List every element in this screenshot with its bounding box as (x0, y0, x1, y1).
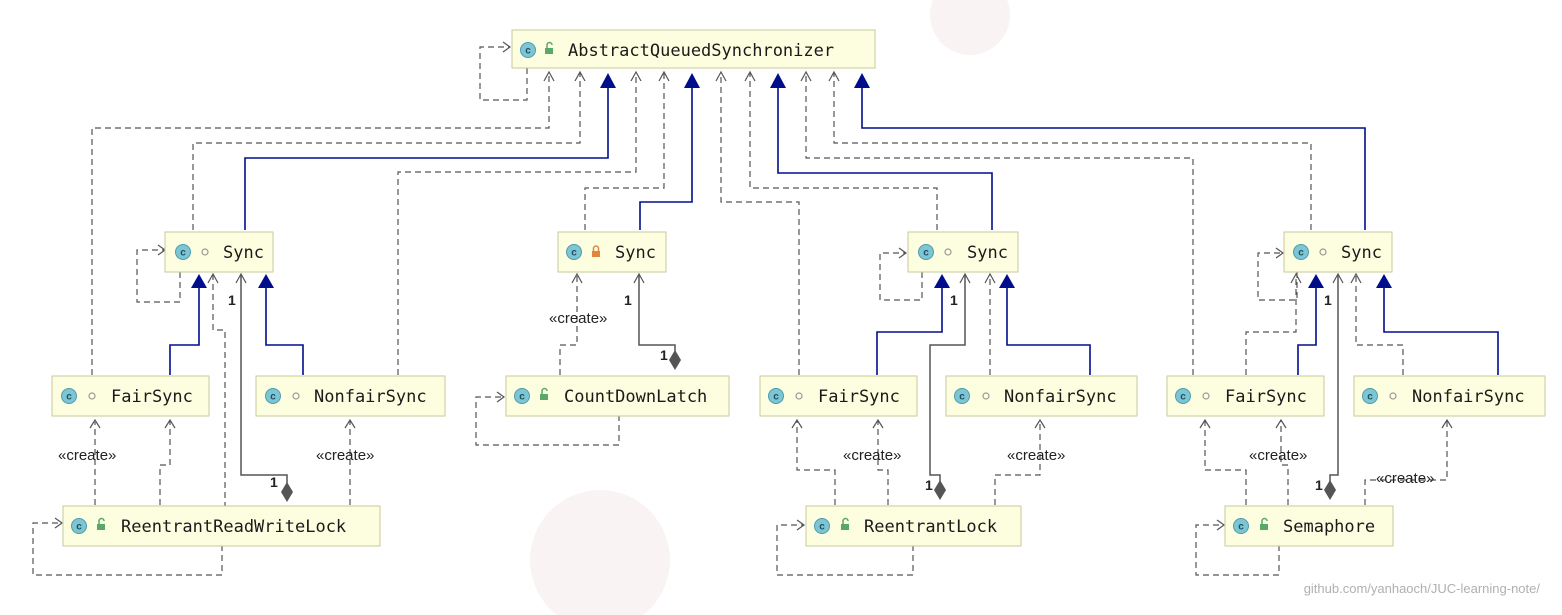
class-icon (71, 518, 87, 534)
class-icon (61, 388, 77, 404)
class-sem-sync[interactable]: Sync (1283, 231, 1393, 273)
background-watermark-logo (530, 0, 1010, 615)
class-icon (265, 388, 281, 404)
create-label: «create» (1249, 447, 1307, 464)
abstract-class-icon (1293, 244, 1309, 260)
class-icon (1175, 388, 1191, 404)
class-name: AbstractQueuedSynchronizer (568, 41, 834, 61)
class-name: ReentrantLock (864, 517, 997, 537)
multiplicity-label: 1 (660, 347, 668, 363)
class-icon (566, 244, 582, 260)
class-icon (1362, 388, 1378, 404)
class-icon (514, 388, 530, 404)
class-name: FairSync (111, 387, 193, 407)
class-name: Sync (1341, 243, 1382, 263)
class-name: CountDownLatch (564, 387, 707, 407)
class-name: NonfairSync (1412, 387, 1525, 407)
class-name: Semaphore (1283, 517, 1375, 537)
class-semaphore[interactable]: Semaphore (1224, 505, 1394, 547)
multiplicity-label: 1 (950, 292, 958, 308)
class-name: Sync (223, 243, 264, 263)
dependency-arrowheads (54, 41, 1453, 531)
class-rl-fair-sync[interactable]: FairSync (759, 375, 918, 417)
extends-arrowheads (191, 73, 1392, 288)
class-sem-nonfair-sync[interactable]: NonfairSync (1353, 375, 1546, 417)
class-rrwl-sync[interactable]: Sync (164, 231, 274, 273)
class-icon (520, 42, 536, 58)
class-name: ReentrantReadWriteLock (121, 517, 346, 537)
class-icon (1233, 518, 1249, 534)
multiplicity-label: 1 (925, 477, 933, 493)
class-name: FairSync (1225, 387, 1307, 407)
create-label: «create» (316, 447, 374, 464)
class-reentrant-lock[interactable]: ReentrantLock (805, 505, 1022, 547)
relationship-labels: «create» «create» «create» «create» «cre… (58, 292, 1434, 493)
class-rl-nonfair-sync[interactable]: NonfairSync (945, 375, 1138, 417)
class-count-down-latch[interactable]: CountDownLatch (505, 375, 730, 417)
extends-lines (169, 88, 1499, 375)
class-reentrant-read-write-lock[interactable]: ReentrantReadWriteLock (62, 505, 381, 547)
abstract-class-icon (918, 244, 934, 260)
class-sem-fair-sync[interactable]: FairSync (1166, 375, 1325, 417)
composition-lines (235, 272, 1344, 502)
class-icon (768, 388, 784, 404)
class-name: FairSync (818, 387, 900, 407)
class-icon (814, 518, 830, 534)
class-abstract-queued-synchronizer[interactable]: AbstractQueuedSynchronizer (511, 29, 876, 69)
create-label: «create» (1007, 447, 1065, 464)
class-rl-sync[interactable]: Sync (907, 231, 1019, 273)
source-watermark-text: github.com/yanhaoch/JUC-learning-note/ (1304, 581, 1541, 596)
class-cdl-sync[interactable]: Sync (557, 231, 667, 273)
create-label: «create» (549, 310, 607, 327)
class-name: Sync (967, 243, 1008, 263)
abstract-class-icon (175, 244, 191, 260)
create-label: «create» (58, 447, 116, 464)
class-name: Sync (615, 243, 656, 263)
class-rrwl-fair-sync[interactable]: FairSync (51, 375, 210, 417)
create-label: «create» (1376, 470, 1434, 487)
create-label: «create» (843, 447, 901, 464)
class-name: NonfairSync (314, 387, 427, 407)
multiplicity-label: 1 (1324, 292, 1332, 308)
multiplicity-label: 1 (624, 292, 632, 308)
class-icon (954, 388, 970, 404)
multiplicity-label: 1 (270, 474, 278, 490)
dependency-lines (32, 46, 1448, 576)
class-name: NonfairSync (1004, 387, 1117, 407)
multiplicity-label: 1 (228, 292, 236, 308)
multiplicity-label: 1 (1315, 477, 1323, 493)
class-rrwl-nonfair-sync[interactable]: NonfairSync (255, 375, 446, 417)
